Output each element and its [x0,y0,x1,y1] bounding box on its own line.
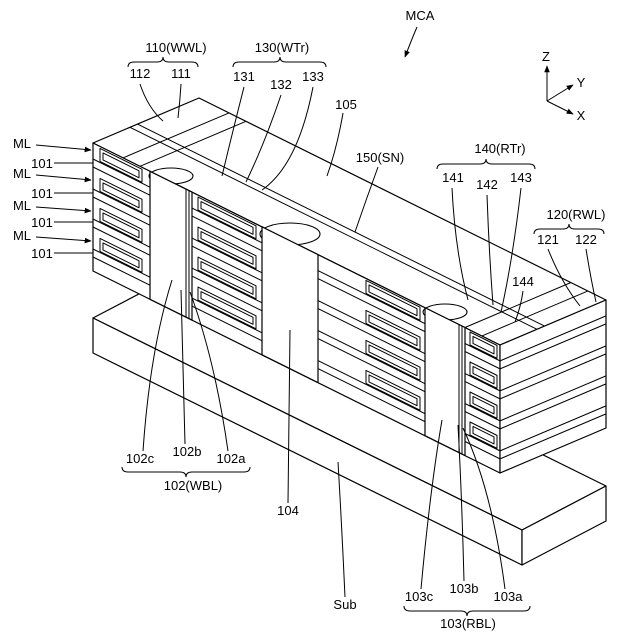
ml-arrow-1 [36,145,91,150]
pillar-102 [149,168,193,320]
label-143: 143 [510,170,532,185]
label-120-rwl: 120(RWL) [546,207,605,222]
ml-arrow-4 [36,237,91,241]
label-102-wbl: 102(WBL) [164,478,223,493]
label-112: 112 [130,66,151,81]
x-axis-arrow [547,101,573,114]
label-103c: 103c [405,589,434,604]
label-121: 121 [537,232,559,247]
label-sub: Sub [333,597,356,612]
label-mca: MCA [406,8,435,23]
label-150-sn: 150(SN) [356,150,404,165]
y-axis-arrow [547,85,573,101]
label-ml-3: ML [13,198,31,213]
label-ml-4: ML [13,228,31,243]
label-101-4: 101 [31,246,53,261]
label-103-rbl: 103(RBL) [440,616,496,631]
label-111: 111 [171,66,191,81]
ml-arrow-3 [36,207,91,211]
label-105: 105 [335,97,357,112]
axis-label-z: Z [542,49,550,64]
brace-103-rbl [404,606,530,616]
axis-label-y: Y [577,75,586,90]
label-142: 142 [476,177,498,192]
label-103a: 103a [494,589,524,604]
label-101-1: 101 [31,156,53,171]
label-130-wtr: 130(WTr) [255,40,309,55]
brace-130-wtr [233,57,326,67]
leader-sub [338,462,345,597]
label-144: 144 [512,274,534,289]
label-101-2: 101 [31,186,53,201]
label-104: 104 [277,503,299,518]
label-131: 131 [233,69,255,84]
label-122: 122 [575,232,597,247]
label-ml-1: ML [13,136,31,151]
label-132: 132 [270,77,292,92]
label-103b: 103b [450,581,479,596]
label-102c: 102c [126,451,155,466]
pillar-103 [423,304,467,456]
label-140-rtr: 140(RTr) [474,141,525,156]
brace-102-wbl [122,467,250,477]
label-ml-2: ML [13,166,31,181]
label-102b: 102b [173,444,202,459]
label-133: 133 [302,69,324,84]
mca-arrow [405,27,417,57]
ml-arrow-2 [36,175,91,180]
label-110-wwl: 110(WWL) [145,40,206,55]
axis-indicator [547,66,573,114]
label-102a: 102a [217,451,247,466]
label-141: 141 [442,170,464,185]
brace-140-rtr [437,159,535,169]
axis-label-x: X [577,108,586,123]
label-101-3: 101 [31,215,53,230]
